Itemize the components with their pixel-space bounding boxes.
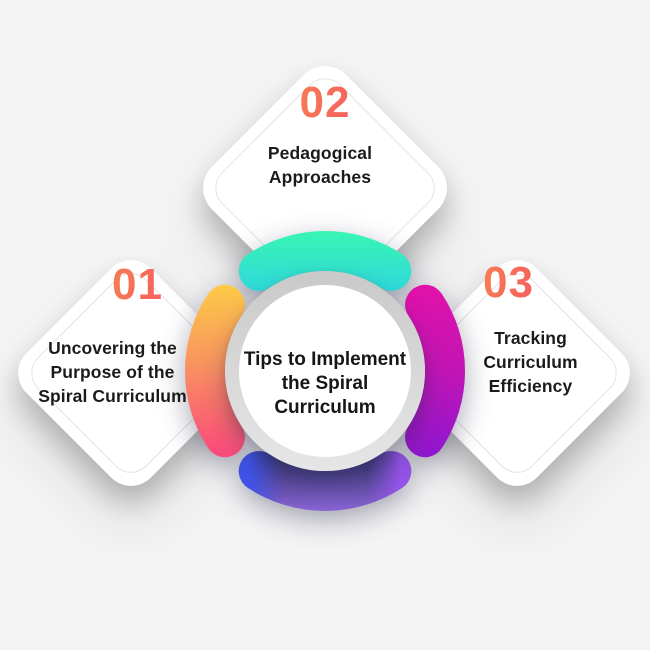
card-text-line: Uncovering the	[48, 338, 177, 358]
arc-left-yellow-pink	[185, 284, 245, 458]
card-text-line: Purpose of the	[50, 362, 175, 382]
arc-bottom-end-tints	[238, 451, 412, 511]
card-pedagogical-approaches: 02 Pedagogical Approaches	[190, 53, 460, 323]
card-uncovering-purpose: 01 Uncovering the Purpose of the Spiral …	[6, 248, 255, 497]
card-number-03: 03	[384, 257, 633, 309]
card-text-line: Approaches	[268, 167, 372, 187]
card-text-line: Pedagogical	[267, 143, 373, 163]
center-title-line: Curriculum	[274, 397, 376, 418]
center-title: Tips to Implement the Spiral Curriculum	[233, 348, 417, 420]
card-text-line: Tracking	[494, 328, 567, 348]
card-tracking-efficiency: 03 Tracking Curriculum Efficiency	[392, 248, 641, 497]
card-text-line: Efficiency	[488, 376, 573, 396]
card-text-line: Spiral Curriculum	[38, 386, 187, 406]
arc-right-magenta-purple	[405, 284, 465, 458]
center-circle: Tips to Implement the Spiral Curriculum	[225, 271, 425, 471]
card-number-02: 02	[191, 77, 459, 129]
center-title-line: Tips to Implement	[243, 349, 407, 370]
card-text-line: Curriculum	[483, 352, 578, 372]
center-title-line: the Spiral	[281, 373, 369, 394]
card-number-01: 01	[13, 259, 262, 311]
arc-top-teal	[238, 231, 412, 291]
center-circle-face	[239, 285, 411, 457]
